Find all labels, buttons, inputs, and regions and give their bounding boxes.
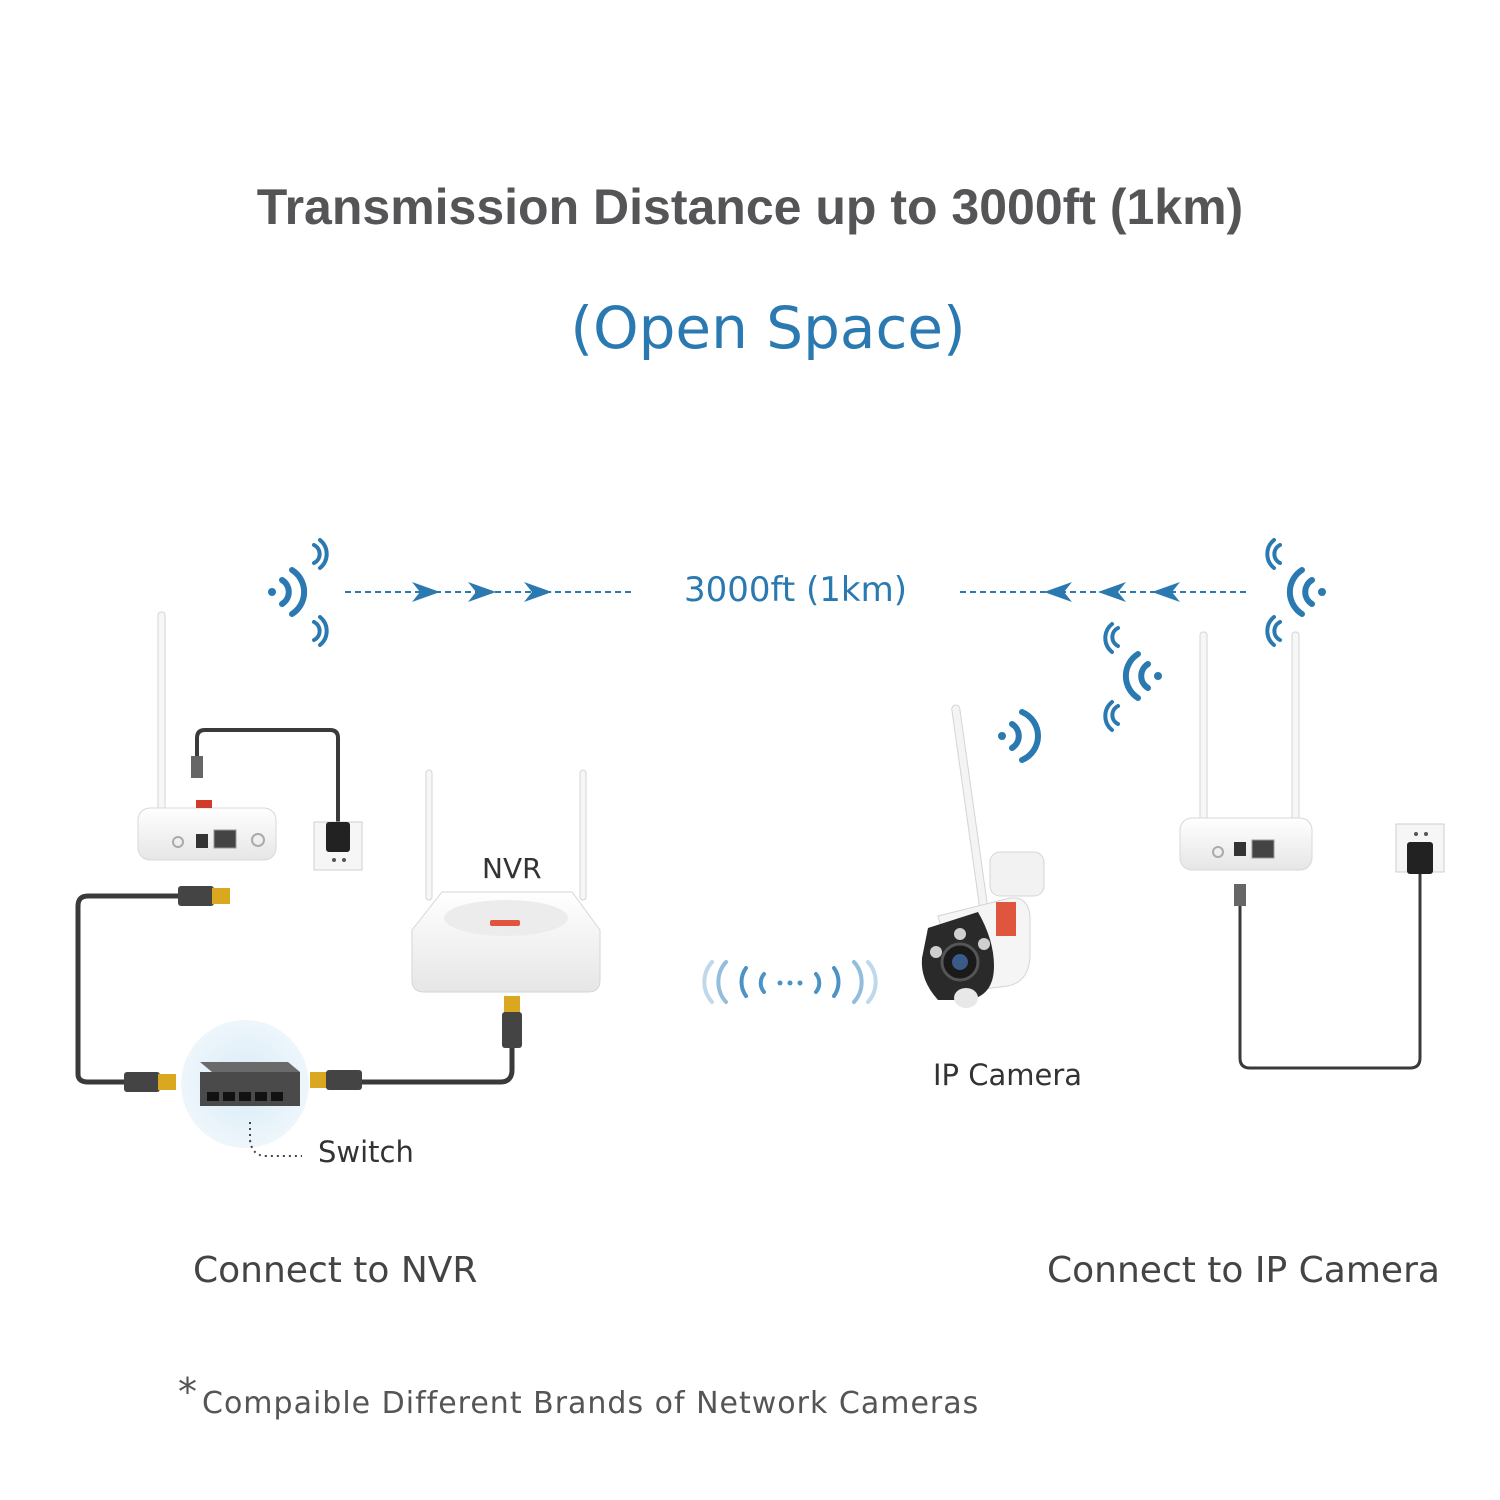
distance-line-right [960,582,1250,602]
arrow-left-icon [1098,582,1126,602]
wifi-signal-icon [1265,538,1326,647]
arrow-right-icon [412,582,440,602]
power-plug-icon [1234,884,1246,906]
caption-connect-camera: Connect to IP Camera [1047,1250,1440,1291]
page-title: Transmission Distance up to 3000ft (1km) [256,179,1244,235]
arrow-left-icon [1044,582,1072,602]
network-switch [200,1062,300,1106]
footnote-marker: * [178,1370,198,1414]
arrow-left-icon [1152,582,1180,602]
footnote: *Compaible Different Brands of Network C… [178,1370,980,1422]
ethernet-port-icon [213,829,237,849]
footnote-text: Compaible Different Brands of Network Ca… [202,1386,980,1421]
power-adapter-icon [1407,842,1433,874]
ip-camera-device [921,704,1045,1008]
ethernet-connector [178,886,230,906]
wifi-signal-icon [268,538,329,647]
power-outlet-icon [1395,823,1445,874]
ip-camera-label: IP Camera [933,1058,1083,1092]
wireless-ripple-icon [702,960,878,1004]
switch-label: Switch [318,1135,414,1169]
power-plug-icon [191,756,203,778]
power-outlet-icon [313,821,363,871]
bridge-device-right [1179,631,1313,871]
arrow-right-icon [468,582,496,602]
nvr-device [411,769,601,993]
wifi-signal-icon [998,709,1041,763]
bridge-device-left [137,611,277,861]
distance-label: 3000ft (1km) [684,570,908,610]
ethernet-connector [124,1072,176,1092]
page-subtitle: (Open Space) [570,294,966,362]
wifi-signal-icon [1103,622,1162,732]
caption-connect-nvr: Connect to NVR [193,1250,478,1291]
arrow-right-icon [524,582,552,602]
ethernet-connector [310,1070,362,1090]
nvr-label: NVR [482,852,542,885]
distance-line-left [345,582,635,602]
ethernet-port-icon [1251,839,1275,859]
ethernet-connector [502,996,522,1048]
